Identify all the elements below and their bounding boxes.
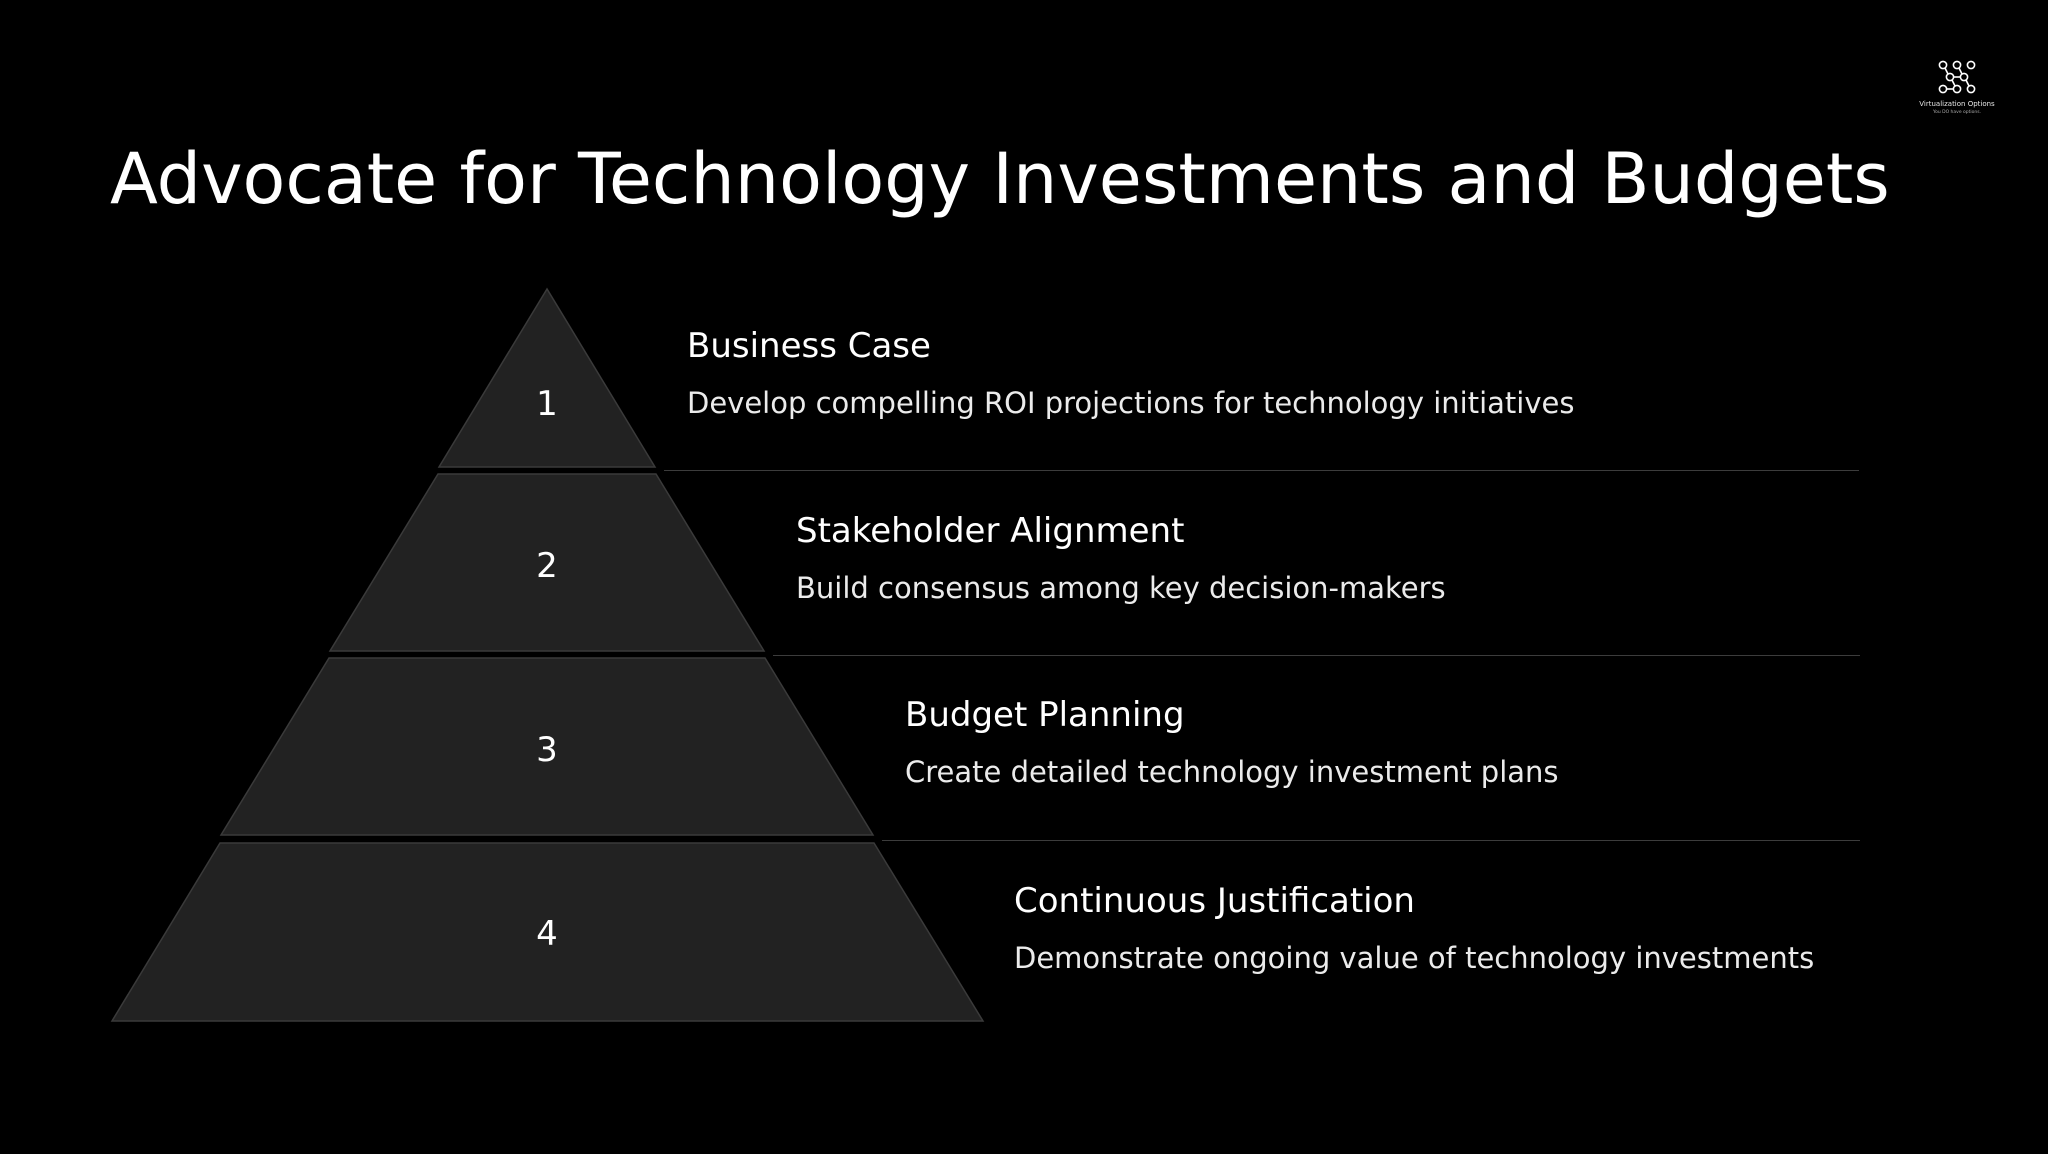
level-title: Budget Planning [905,695,1185,735]
level-number: 3 [536,730,558,770]
divider-1 [664,470,1859,471]
level-description: Build consensus among key decision-maker… [796,571,1446,605]
pyramid-level-shape [219,657,875,836]
level-title: Continuous Justification [1014,881,1415,921]
level-description: Demonstrate ongoing value of technology … [1014,941,1815,975]
divider-3 [882,840,1860,841]
pyramid-level-shape [437,287,657,468]
brand-logo: Virtualization Options You DO have optio… [1910,58,2004,124]
level-description: Develop compelling ROI projections for t… [687,386,1575,420]
pyramid-level-1: 1 [437,287,657,468]
node-network-icon [1938,60,1976,94]
logo-name: Virtualization Options [1919,100,1995,108]
pyramid-level-2: 2 [328,473,766,652]
level-number: 4 [536,914,558,954]
pyramid-level-4: 4 [110,842,985,1022]
level-number: 2 [536,546,558,586]
level-title: Business Case [687,326,931,366]
pyramid-level-shape [328,473,766,652]
level-3-text: Budget Planning Create detailed technolo… [905,693,1559,791]
level-number: 1 [536,384,558,424]
divider-2 [773,655,1860,656]
level-1-text: Business Case Develop compelling ROI pro… [687,324,1574,422]
slide-title: Advocate for Technology Investments and … [110,138,1890,220]
level-description: Create detailed technology investment pl… [905,755,1559,789]
logo-tagline: You DO have options. [1932,110,1982,115]
level-title: Stakeholder Alignment [796,511,1185,551]
pyramid-level-shape [110,842,985,1022]
level-4-text: Continuous Justification Demonstrate ong… [1014,879,1814,977]
pyramid-level-3: 3 [219,657,875,836]
level-2-text: Stakeholder Alignment Build consensus am… [796,509,1446,607]
